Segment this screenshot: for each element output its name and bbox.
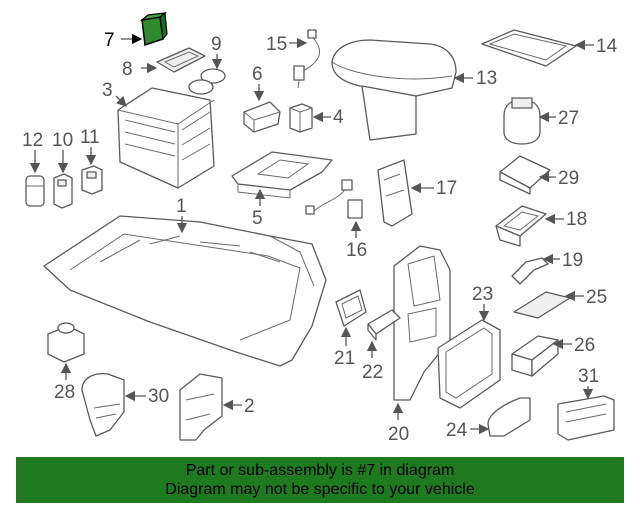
part-18[interactable] — [495, 205, 547, 247]
part-1[interactable] — [43, 215, 327, 367]
callout-8: 8 — [122, 59, 133, 80]
part-16[interactable] — [305, 179, 363, 219]
callout-24: 24 — [446, 420, 468, 441]
callout-11: 11 — [80, 127, 100, 148]
callout-6: 6 — [252, 64, 263, 85]
banner-line-2: Diagram may not be specific to your vehi… — [165, 481, 475, 498]
part-24[interactable] — [487, 397, 531, 437]
part-21[interactable] — [335, 289, 367, 327]
part-4[interactable] — [289, 103, 313, 133]
callout-3: 3 — [102, 80, 113, 101]
part-15[interactable] — [293, 29, 321, 89]
banner-line-1: Part or sub-assembly is #7 in diagram — [185, 462, 455, 479]
part-25[interactable] — [513, 291, 571, 319]
part-22[interactable] — [367, 309, 401, 341]
callout-17: 17 — [436, 178, 457, 199]
callout-23: 23 — [472, 284, 493, 305]
part-27[interactable] — [503, 97, 541, 145]
callout-20: 20 — [388, 424, 409, 445]
callout-15: 15 — [266, 34, 287, 55]
callout-27: 27 — [558, 108, 579, 129]
callout-13: 13 — [476, 68, 497, 89]
callout-29: 29 — [558, 168, 579, 189]
part-8[interactable] — [156, 47, 206, 73]
part-11[interactable] — [81, 165, 103, 195]
callout-12: 12 — [22, 130, 43, 151]
part-2[interactable] — [179, 373, 223, 441]
part-28[interactable] — [47, 322, 85, 363]
leader-3 — [115, 95, 127, 107]
part-6[interactable] — [243, 101, 281, 133]
notice-banner: Part or sub-assembly is #7 in diagram Di… — [16, 457, 624, 503]
callout-9: 9 — [211, 34, 222, 55]
callout-16: 16 — [346, 240, 367, 261]
part-29[interactable] — [499, 155, 551, 195]
part-14[interactable] — [481, 29, 577, 67]
callout-14: 14 — [596, 36, 618, 57]
callout-22: 22 — [362, 362, 383, 383]
callout-5: 5 — [252, 208, 263, 229]
callout-2: 2 — [244, 396, 255, 417]
callout-18: 18 — [566, 209, 587, 230]
part-10[interactable] — [53, 173, 73, 209]
part-13[interactable] — [331, 39, 457, 141]
callout-28: 28 — [54, 382, 75, 403]
part-17[interactable] — [377, 159, 413, 227]
callout-4: 4 — [333, 107, 344, 128]
part-31[interactable] — [557, 395, 615, 441]
callout-30: 30 — [148, 386, 169, 407]
part-5[interactable] — [231, 151, 333, 199]
part-7-highlighted[interactable] — [139, 11, 168, 47]
part-3[interactable] — [117, 87, 215, 189]
callout-26: 26 — [574, 335, 595, 356]
callout-10: 10 — [52, 130, 73, 151]
callout-25: 25 — [586, 287, 607, 308]
callout-19: 19 — [562, 250, 583, 271]
callout-1: 1 — [176, 196, 187, 217]
part-12[interactable] — [25, 175, 45, 207]
part-30[interactable] — [81, 372, 125, 437]
parts-diagram: 7 8 9 3 6 15 4 — [22, 11, 618, 445]
callout-21: 21 — [334, 348, 355, 369]
part-26[interactable] — [511, 335, 559, 377]
part-9[interactable] — [188, 68, 226, 95]
callout-31: 31 — [578, 366, 599, 387]
part-19[interactable] — [511, 257, 549, 285]
callout-7: 7 — [104, 30, 115, 51]
